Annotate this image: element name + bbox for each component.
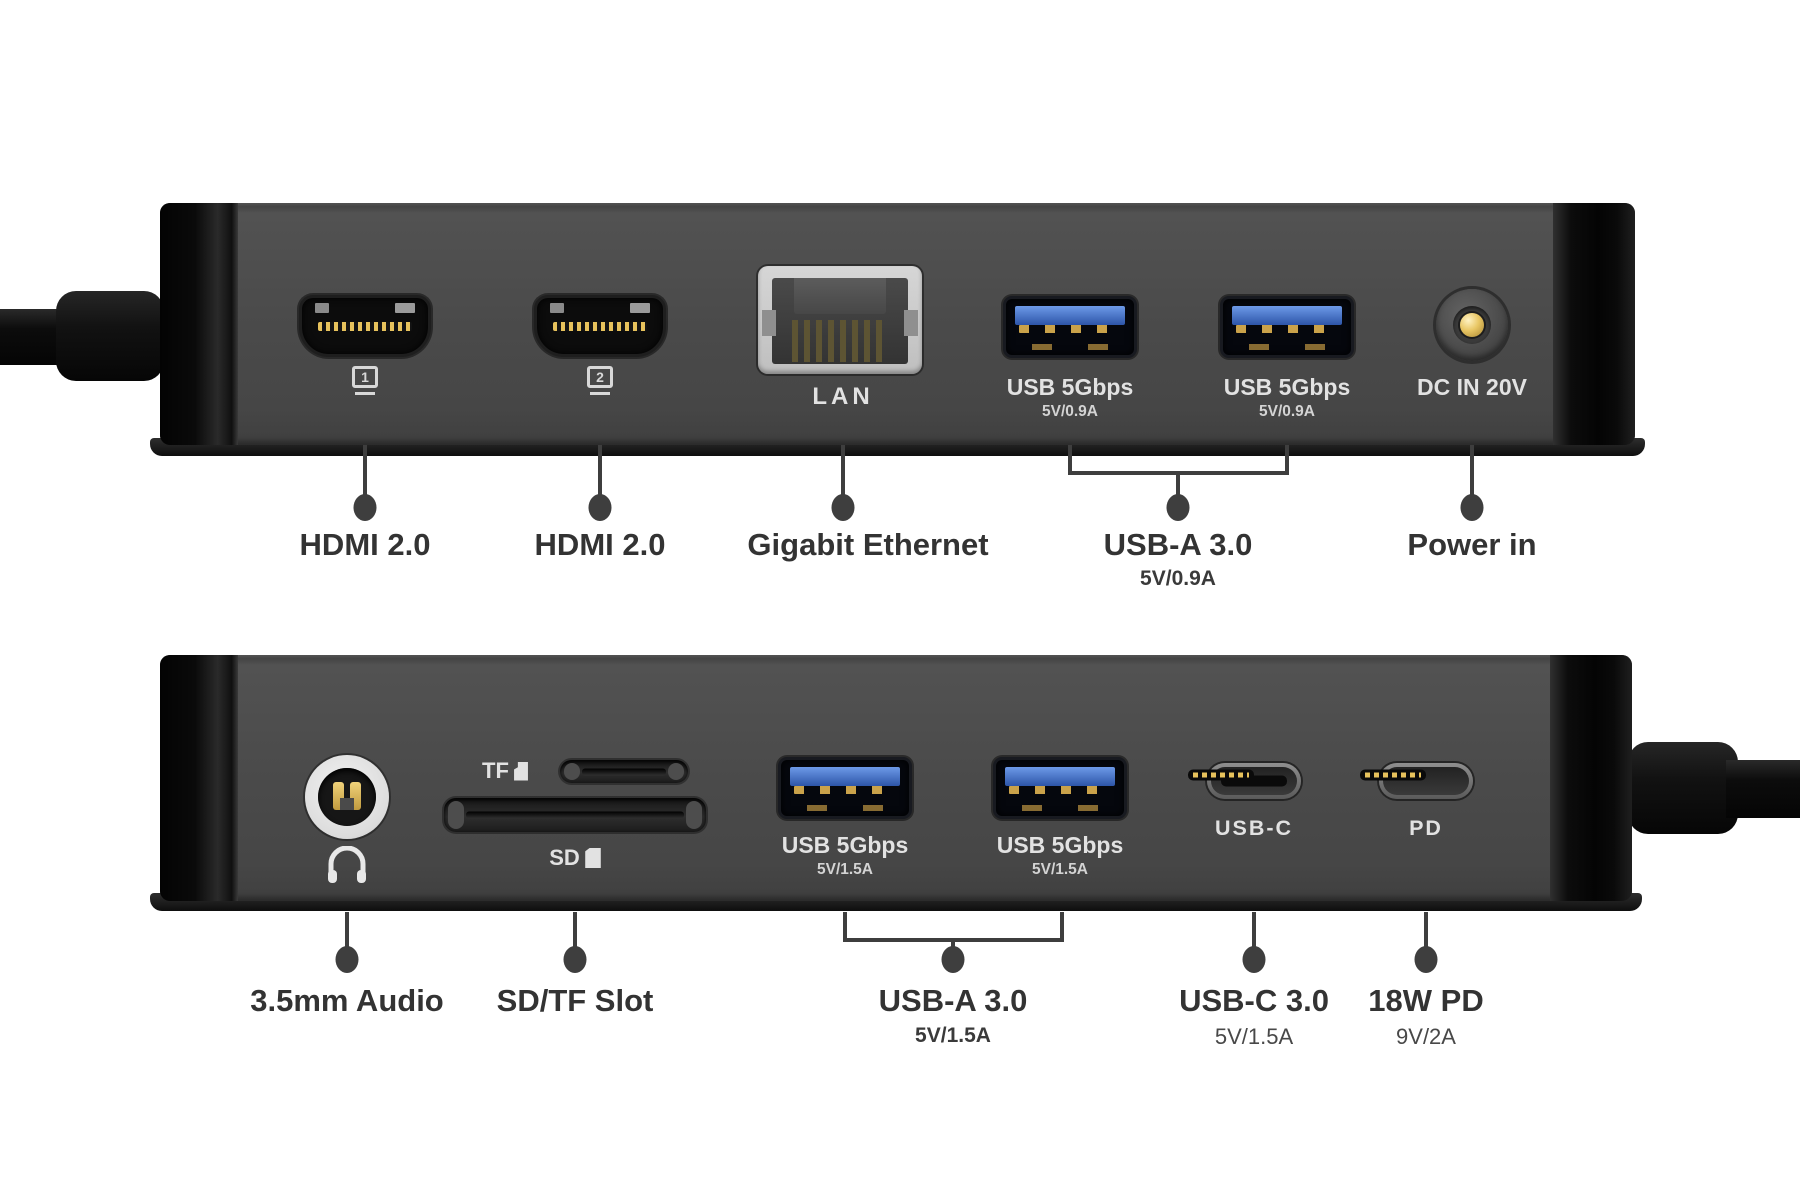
usb-front-1-sublabel: 5V/1.5A (816, 861, 874, 878)
audio-jack (305, 755, 389, 839)
usb-rear-2-label: USB 5Gbps (1223, 374, 1351, 400)
caption-usb-rear-sub: 5V/0.9A (1140, 567, 1216, 590)
display-1-icon-base (355, 392, 375, 395)
usb-front-2-label: USB 5Gbps (996, 832, 1124, 858)
leader-dot-hdmi1 (353, 494, 377, 521)
host-cable-right (1726, 760, 1800, 818)
headphones-icon (328, 846, 366, 883)
display-1-icon: 1 (352, 366, 378, 388)
dc-in-label: DC IN 20V (1417, 374, 1527, 400)
pd-port (1360, 763, 1473, 799)
sd-slot-label: SD (549, 845, 601, 871)
leader-line-card (573, 912, 577, 950)
caption-usb-front-sub: 5V/1.5A (915, 1024, 991, 1047)
caption-power: Power in (1407, 527, 1537, 562)
tf-slot-label: TF (482, 758, 528, 784)
usb-blue-tongue (1015, 306, 1125, 325)
caption-usb-c: USB-C 3.0 (1179, 983, 1329, 1018)
tf-card-slot (560, 760, 688, 783)
sd-card-icon (584, 848, 601, 868)
leader-line-usb-c (1252, 912, 1256, 950)
leader-dot-ethernet (831, 494, 855, 521)
host-cable-strain-relief-left (56, 291, 164, 381)
usb-front-2-sublabel: 5V/1.5A (1031, 861, 1089, 878)
leader-dot-pd (1414, 946, 1438, 973)
usb-rear-1-sublabel: 5V/0.9A (1041, 403, 1099, 420)
host-cable-left (0, 309, 66, 365)
usb-blue-tongue (1005, 767, 1115, 786)
sd-card-slot (444, 798, 706, 832)
caption-pd-sub: 9V/2A (1396, 1024, 1456, 1049)
glossy-end-cap-right (1550, 655, 1632, 901)
usb-a-port-rear-1 (1003, 296, 1137, 358)
leader-stem-usb-rear (1176, 473, 1180, 497)
hdmi-pins (553, 322, 647, 331)
glossy-end-cap-left (160, 203, 238, 445)
glossy-end-cap-right (1553, 203, 1635, 445)
leader-line-audio (345, 912, 349, 950)
usb-rear-2-sublabel: 5V/0.9A (1258, 403, 1316, 420)
leader-line-power (1470, 445, 1474, 497)
caption-hdmi1: HDMI 2.0 (299, 527, 431, 562)
caption-card: SD/TF Slot (496, 983, 654, 1018)
display-2-icon: 2 (587, 366, 613, 388)
hdmi-port-1 (299, 295, 431, 357)
caption-ethernet: Gigabit Ethernet (747, 527, 989, 562)
caption-usb-front: USB-A 3.0 (878, 983, 1028, 1018)
microsd-card-icon (513, 761, 528, 781)
dc-center-pin (1460, 313, 1484, 337)
leader-line-hdmi1 (363, 445, 367, 497)
host-cable-strain-relief-right (1628, 742, 1738, 834)
ethernet-port (758, 266, 922, 374)
hdmi-port-2 (534, 295, 666, 357)
display-2-icon-base (590, 392, 610, 395)
usb-c-port (1188, 763, 1301, 799)
leader-dot-audio (335, 946, 359, 973)
usb-a-port-front-1 (778, 757, 912, 819)
usb-front-1-label: USB 5Gbps (781, 832, 909, 858)
leader-line-pd (1424, 912, 1428, 950)
caption-hdmi2: HDMI 2.0 (534, 527, 666, 562)
leader-dot-card (563, 946, 587, 973)
leader-dot-power (1460, 494, 1484, 521)
pd-label: PD (1409, 816, 1443, 840)
caption-usb-rear: USB-A 3.0 (1103, 527, 1253, 562)
rj45-pins (792, 320, 888, 362)
leader-dot-usb-front (941, 946, 965, 973)
usb-a-port-front-2 (993, 757, 1127, 819)
usb-blue-tongue (790, 767, 900, 786)
leader-dot-usb-rear (1166, 494, 1190, 521)
usb-blue-tongue (1232, 306, 1342, 325)
usb-a-port-rear-2 (1220, 296, 1354, 358)
caption-pd: 18W PD (1368, 983, 1484, 1018)
hdmi-pins (318, 322, 412, 331)
caption-usb-c-sub: 5V/1.5A (1214, 1024, 1294, 1049)
glossy-end-cap-left (160, 655, 238, 901)
usb-c-label: USB-C (1214, 816, 1294, 840)
caption-audio: 3.5mm Audio (250, 983, 444, 1018)
leader-bracket-usb-rear (1068, 445, 1289, 475)
leader-bracket-usb-front (843, 912, 1064, 942)
usb-rear-1-label: USB 5Gbps (1006, 374, 1134, 400)
leader-dot-usb-c (1242, 946, 1266, 973)
leader-dot-hdmi2 (588, 494, 612, 521)
leader-line-ethernet (841, 445, 845, 497)
dc-power-jack (1436, 289, 1508, 361)
leader-line-hdmi2 (598, 445, 602, 497)
lan-port-label: LAN (812, 383, 874, 410)
